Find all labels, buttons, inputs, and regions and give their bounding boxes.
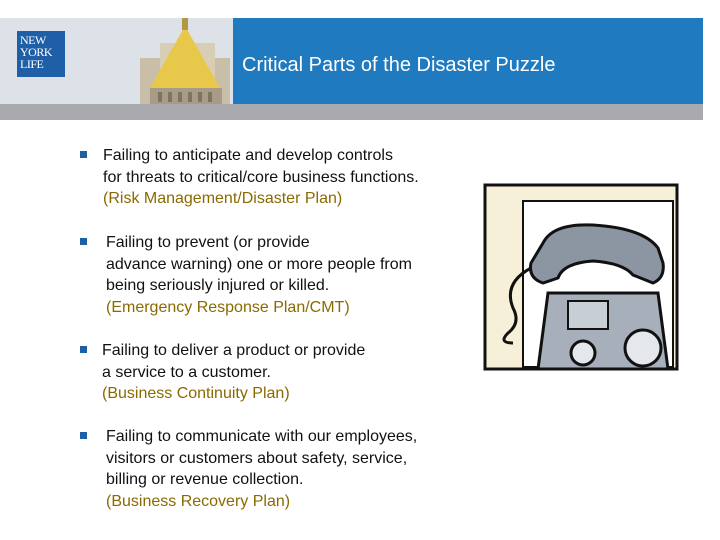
bullet-text: Failing to prevent (or provide advance w… — [106, 232, 486, 318]
title-bar — [233, 18, 703, 104]
header-divider — [0, 104, 703, 120]
building-photo-graphic — [0, 18, 233, 104]
bullet-line: for threats to critical/core business fu… — [103, 168, 419, 186]
bullet-square-icon — [80, 432, 87, 439]
telephone-icon — [483, 183, 679, 371]
logo-line-3: LIFE — [20, 57, 44, 71]
plan-label: (Risk Management/Disaster Plan) — [103, 190, 343, 207]
bullet-text: Failing to communicate with our employee… — [106, 426, 486, 512]
plan-label: (Emergency Response Plan/CMT) — [106, 298, 350, 316]
bullet-line: Failing to prevent (or provide — [106, 234, 310, 251]
slide-header: NEW YORK LIFE Critical Parts of the Disa… — [0, 18, 703, 104]
bullet-line: a service to a customer. — [102, 363, 271, 381]
bullet-square-icon — [80, 238, 87, 245]
bullet-line: billing or revenue collection. — [106, 471, 304, 488]
new-york-life-logo: NEW YORK LIFE — [17, 31, 65, 77]
bullet-line: advance warning) one or more people from — [106, 255, 412, 273]
bullet-line: being seriously injured or killed. — [106, 277, 330, 294]
bullet-square-icon — [80, 346, 87, 353]
bullet-square-icon — [80, 151, 87, 158]
bullet-line: Failing to deliver a product or provide — [102, 342, 366, 359]
logo-line-1: NEW — [20, 33, 46, 47]
plan-label: (Business Recovery Plan) — [106, 492, 291, 510]
logo-line-2: YORK — [20, 45, 53, 59]
bullet-text: Failing to anticipate and develop contro… — [103, 145, 483, 210]
bullet-line: Failing to communicate with our employee… — [106, 428, 418, 445]
building-photo: NEW YORK LIFE — [0, 18, 233, 104]
plan-label: (Business Continuity Plan) — [102, 385, 290, 402]
bullet-line: visitors or customers about safety, serv… — [106, 449, 408, 467]
bullet-text: Failing to deliver a product or provide … — [102, 340, 482, 405]
bullet-line: Failing to anticipate and develop contro… — [103, 147, 393, 164]
slide-title: Critical Parts of the Disaster Puzzle — [242, 54, 556, 76]
